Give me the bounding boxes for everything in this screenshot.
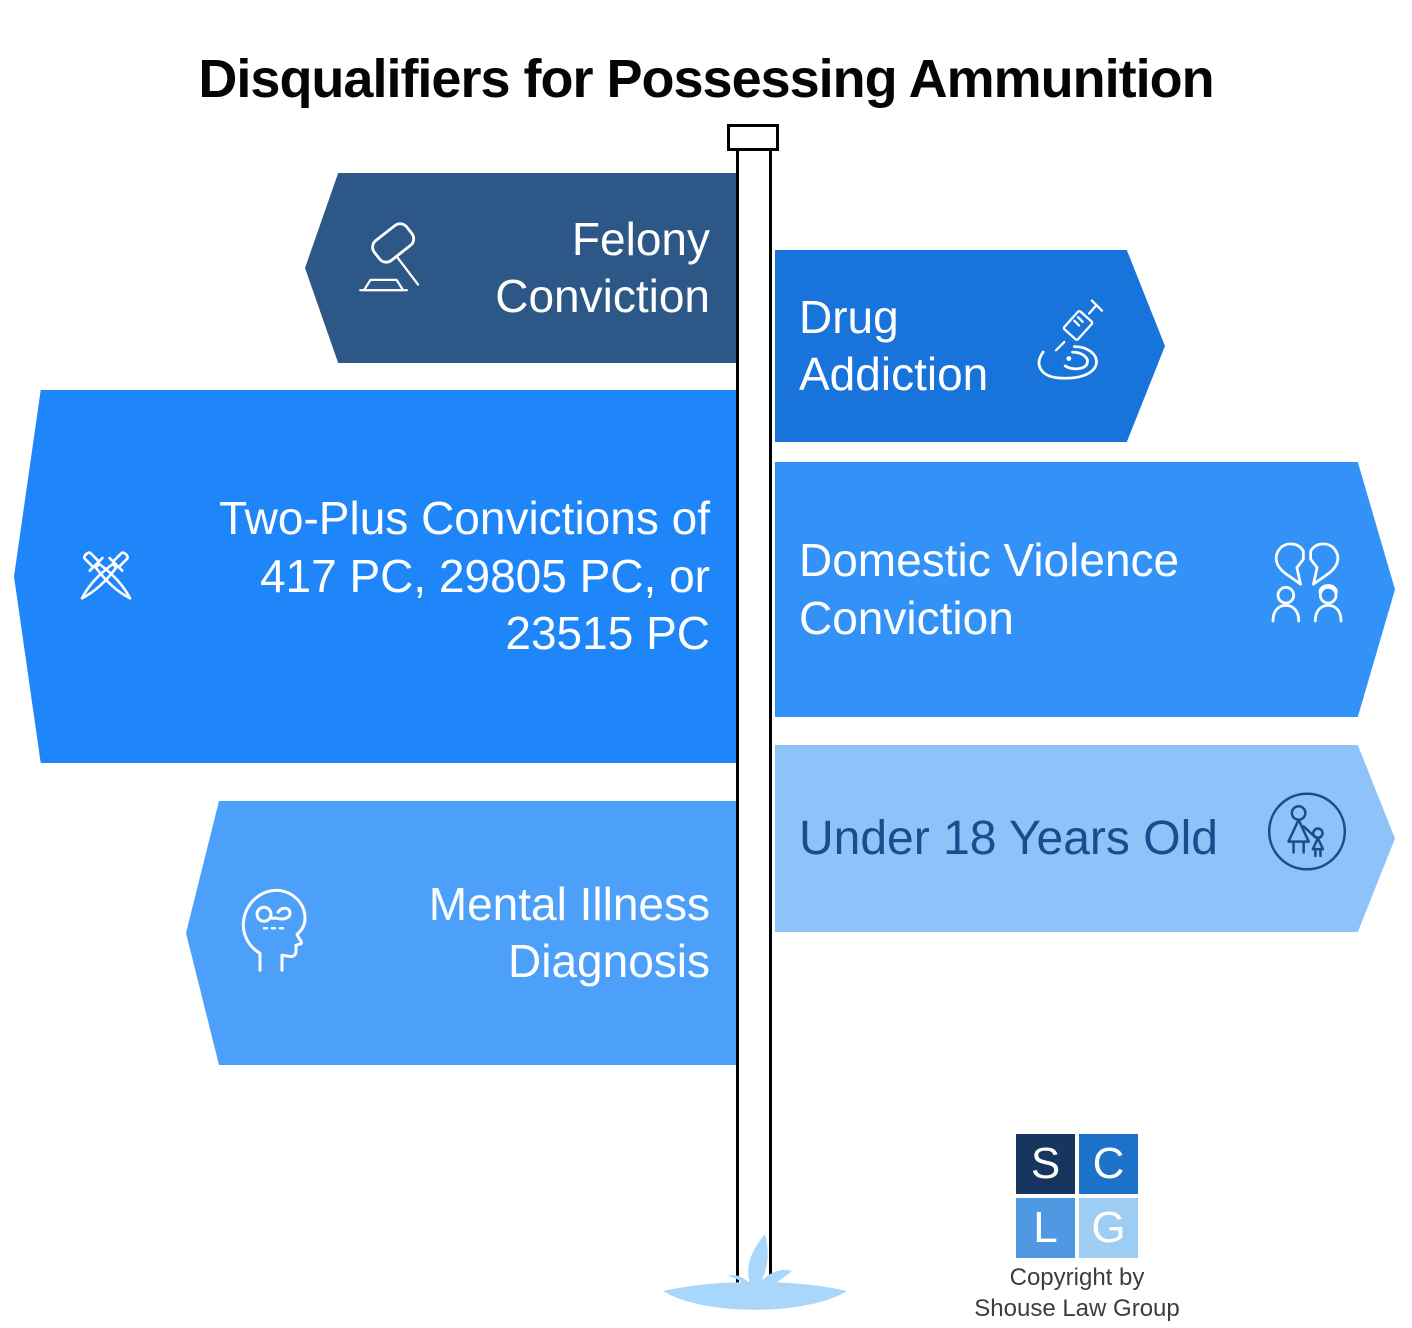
broken-heart-family-icon — [1261, 537, 1353, 643]
sign-two-plus-convictions: Two-Plus Convictions of 417 PC, 29805 PC… — [14, 390, 736, 763]
copyright-line-2: Shouse Law Group — [974, 1295, 1180, 1323]
logo-letter: C — [1092, 1139, 1125, 1188]
sign-domestic-violence-conviction: Domestic Violence Conviction — [775, 462, 1395, 717]
sign-label: Domestic Violence Conviction — [799, 532, 1395, 647]
sign-under-18-years-old: Under 18 Years Old — [775, 745, 1395, 932]
signpost-pole — [736, 151, 772, 1298]
logo-letter: L — [1033, 1203, 1058, 1252]
sign-label: Felony Conviction — [305, 211, 710, 326]
signpost-cap — [727, 124, 779, 151]
grass-splash-icon — [663, 1234, 847, 1310]
gavel-icon — [349, 219, 433, 317]
sign-label: Mental Illness Diagnosis — [186, 876, 710, 991]
sign-label: Drug Addiction — [799, 289, 1165, 404]
sign-line: Mental Illness — [428, 877, 710, 930]
sclg-logo: S C L G — [1016, 1134, 1138, 1258]
logo-letter: S — [1030, 1139, 1061, 1188]
sign-label: Under 18 Years Old — [799, 809, 1395, 869]
sign-line: Two-Plus Convictions of — [219, 492, 710, 545]
logo-letter: G — [1091, 1203, 1126, 1252]
sign-line: 23515 PC — [505, 607, 710, 660]
sign-line: Conviction — [799, 591, 1014, 644]
sign-line: 417 PC, 29805 PC, or — [259, 549, 710, 602]
sign-line: Drug — [799, 290, 899, 343]
adult-child-icon — [1265, 789, 1349, 888]
sign-line: Felony — [571, 212, 710, 265]
page-title: Disqualifiers for Possessing Ammunition — [198, 49, 1214, 110]
logo-square-l: L — [1016, 1198, 1075, 1258]
head-thoughts-icon — [226, 876, 326, 990]
syringe-arm-icon — [1021, 293, 1113, 399]
sign-line: Conviction — [495, 270, 710, 322]
sign-drug-addiction: Drug Addiction — [775, 250, 1165, 442]
sign-line: Addiction — [799, 348, 989, 400]
sign-mental-illness-diagnosis: Mental Illness Diagnosis — [186, 801, 736, 1065]
sign-label: Two-Plus Convictions of 417 PC, 29805 PC… — [14, 490, 710, 663]
copyright-line-1: Copyright by — [1009, 1264, 1145, 1291]
logo-square-c: C — [1079, 1134, 1138, 1194]
sign-felony-conviction: Felony Conviction — [305, 173, 736, 363]
sign-line: Diagnosis — [508, 935, 710, 987]
copyright-text: Copyright by Shouse Law Group — [927, 1262, 1227, 1324]
sign-line: Domestic Violence — [799, 534, 1180, 586]
logo-square-s: S — [1016, 1134, 1075, 1194]
sign-line: Under 18 Years Old — [799, 811, 1218, 865]
logo-square-g: G — [1079, 1198, 1138, 1258]
crossed-daggers-icon — [56, 520, 156, 634]
